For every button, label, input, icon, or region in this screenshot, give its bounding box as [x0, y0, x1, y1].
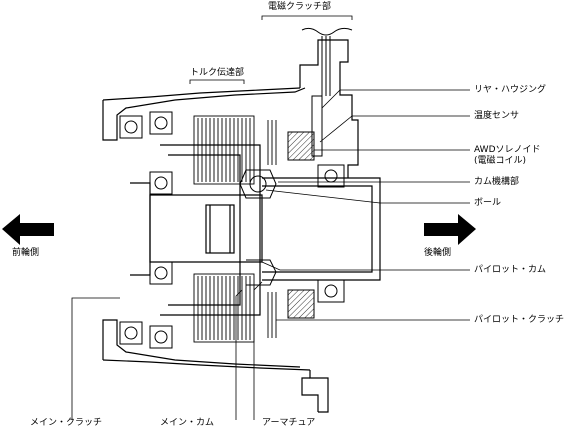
- housing-outline: [102, 39, 381, 413]
- pilot-clutch-plates: [267, 120, 277, 338]
- label-front-wheel-side: 前輪側: [12, 248, 40, 258]
- temperature-sensor: [301, 27, 353, 157]
- main-clutch-plates-upper: [193, 115, 255, 185]
- label-temperature-sensor: 温度センサ: [474, 111, 520, 121]
- cam-mechanism: [239, 169, 277, 286]
- bearings: [119, 111, 345, 349]
- label-main-clutch: メイン・クラッチ: [30, 418, 103, 428]
- main-clutch-plates-lower: [193, 273, 255, 343]
- leader-lines: [71, 89, 470, 420]
- rear-wheel-arrow: [424, 214, 476, 245]
- label-rear-housing: リヤ・ハウジング: [474, 85, 547, 95]
- label-ball: ボール: [474, 198, 502, 208]
- label-electromagnetic-clutch-section: 電磁クラッチ部: [268, 2, 332, 12]
- awd-solenoid-upper: [287, 131, 315, 161]
- label-cam-mechanism-section: カム機構部: [474, 177, 520, 187]
- front-wheel-arrow: [2, 214, 54, 245]
- section-brackets: [189, 15, 353, 84]
- label-pilot-cam: パイロット・カム: [474, 265, 547, 275]
- label-pilot-clutch: パイロット・クラッチ: [474, 315, 565, 325]
- label-torque-transfer-section: トルク伝達部: [190, 68, 245, 78]
- label-awd-solenoid: AWDソレノイド (電磁コイル): [474, 145, 541, 166]
- label-rear-wheel-side: 後輪側: [424, 248, 452, 258]
- awd-solenoid-lower: [287, 289, 315, 319]
- label-main-cam: メイン・カム: [160, 418, 215, 428]
- label-armature: アーマチュア: [262, 418, 316, 428]
